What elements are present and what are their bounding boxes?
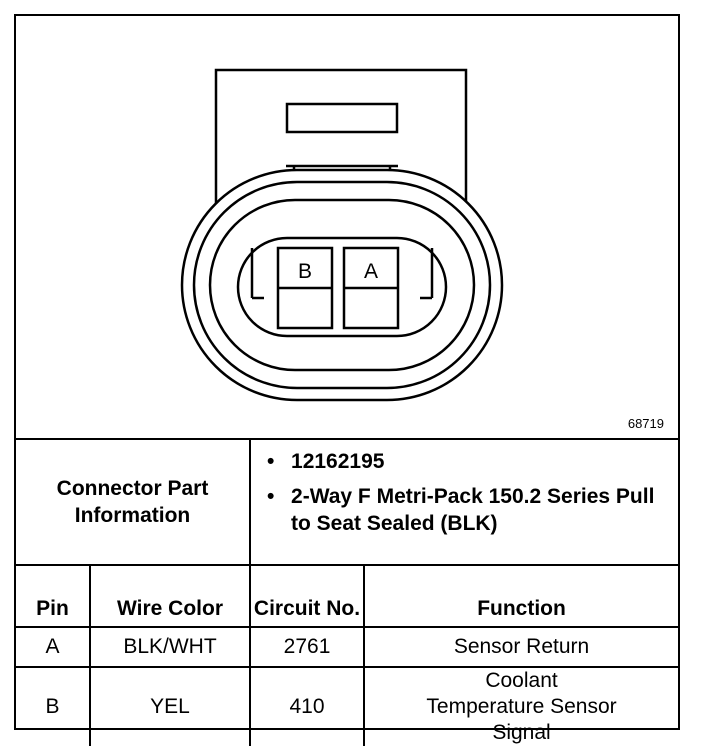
terminal-cavity <box>236 236 448 338</box>
cell-function: Sensor Return <box>363 626 679 668</box>
table-header-row: Pin Wire Color Circuit No. Function <box>16 564 679 628</box>
pin-label-a: A <box>364 260 378 283</box>
cell-circuit: 410 <box>249 666 366 746</box>
table-row: A BLK/WHT 2761 Sensor Return <box>16 626 679 668</box>
connector-diagram: B A 68719 <box>16 16 678 438</box>
cell-function: Coolant Temperature Sensor Signal <box>363 666 679 746</box>
connector-shell-inner <box>208 198 476 372</box>
connector-shell-mid <box>192 180 492 390</box>
header-wire-color: Wire Color <box>88 564 252 628</box>
connector-info-list: •12162195 •2-Way F Metri-Pack 150.2 Seri… <box>249 438 679 566</box>
connector-frame: B A 68719 Connector Part Information •12… <box>14 14 680 746</box>
pin-label-b: B <box>298 260 312 283</box>
list-item: •2-Way F Metri-Pack 150.2 Series Pull to… <box>267 485 655 535</box>
figure-number: 68719 <box>627 416 664 431</box>
cell-circuit: 2761 <box>249 626 366 668</box>
list-item: •12162195 <box>267 450 385 473</box>
connector-shell-outer <box>180 168 504 402</box>
pinout-table: Connector Part Information •12162195 •2-… <box>16 438 679 746</box>
cell-wire-color: BLK/WHT <box>88 626 252 668</box>
header-pin: Pin <box>16 564 91 628</box>
connector-info-row: Connector Part Information •12162195 •2-… <box>16 438 679 566</box>
connector-info-label: Connector Part Information <box>16 438 252 566</box>
cell-pin: A <box>16 626 91 668</box>
latch-slot <box>285 102 399 134</box>
cell-wire-color: YEL <box>88 666 252 746</box>
header-function: Function <box>363 564 679 628</box>
table-row: B YEL 410 Coolant Temperature Sensor Sig… <box>16 666 679 746</box>
header-circuit: Circuit No. <box>249 564 366 628</box>
cell-pin: B <box>16 666 91 746</box>
connector-illustration: B A <box>180 68 504 402</box>
